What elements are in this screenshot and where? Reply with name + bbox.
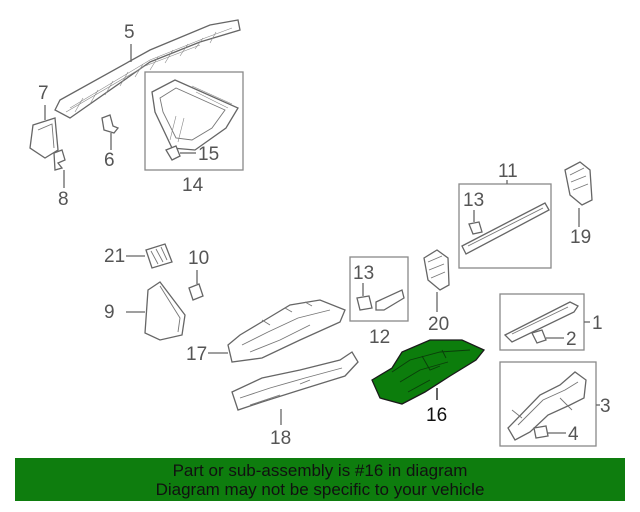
part-12-bracket [375,289,405,311]
callout-20: 20 [428,314,449,335]
callout-4: 4 [568,424,579,445]
part-18-sill [231,351,359,411]
part-13-clip-mid [356,295,373,311]
part-17-console [227,299,346,363]
box-3 [499,361,597,447]
callout-5: 5 [124,22,135,43]
part-1-trim [503,301,579,343]
part-19-trim [564,161,593,206]
callout-8: 8 [58,189,69,210]
callout-2: 2 [566,329,577,350]
parts-diagram: 5 7 8 6 15 14 11 13 19 21 [29,19,611,449]
part-6-clip [101,114,120,134]
callout-9: 9 [104,302,115,323]
part-10-clip [188,283,204,301]
part-15-clip [165,145,181,161]
callout-13-top: 13 [463,190,484,211]
part-9-cover [144,281,186,341]
callout-16: 16 [426,405,447,426]
box-12 [349,256,409,322]
part-4-clip [533,425,549,439]
part-5-trim-strip [54,19,241,119]
box-14 [144,71,244,171]
banner-line-2: Diagram may not be specific to your vehi… [155,480,485,499]
callout-18: 18 [270,428,291,449]
part-7-cap [29,117,59,159]
callout-6: 6 [104,150,115,171]
callout-3: 3 [600,396,611,417]
banner-line-1: Part or sub-assembly is #16 in diagram [172,461,468,480]
callout-10: 10 [188,248,209,269]
info-banner: Part or sub-assembly is #16 in diagram D… [15,458,625,501]
part-13-clip-top [468,221,483,235]
part-21-grille [145,243,173,269]
callout-1: 1 [592,313,603,334]
callout-15: 15 [198,144,219,165]
part-11-sill-strip [461,202,550,255]
part-16-highlighted[interactable] [371,339,486,405]
callout-12: 12 [369,327,390,348]
part-20-trim [423,249,450,291]
callout-14: 14 [182,175,204,196]
callout-17: 17 [186,344,207,365]
part-3-bracket [507,371,587,441]
callout-7: 7 [38,83,49,104]
part-8-clip [53,149,66,171]
callout-19: 19 [570,227,591,248]
callout-11: 11 [498,161,518,182]
part-14-panel [151,79,239,151]
callout-13-mid: 13 [353,263,374,284]
part-2-clip [531,329,547,344]
box-11 [458,183,552,269]
callout-21: 21 [104,246,125,267]
